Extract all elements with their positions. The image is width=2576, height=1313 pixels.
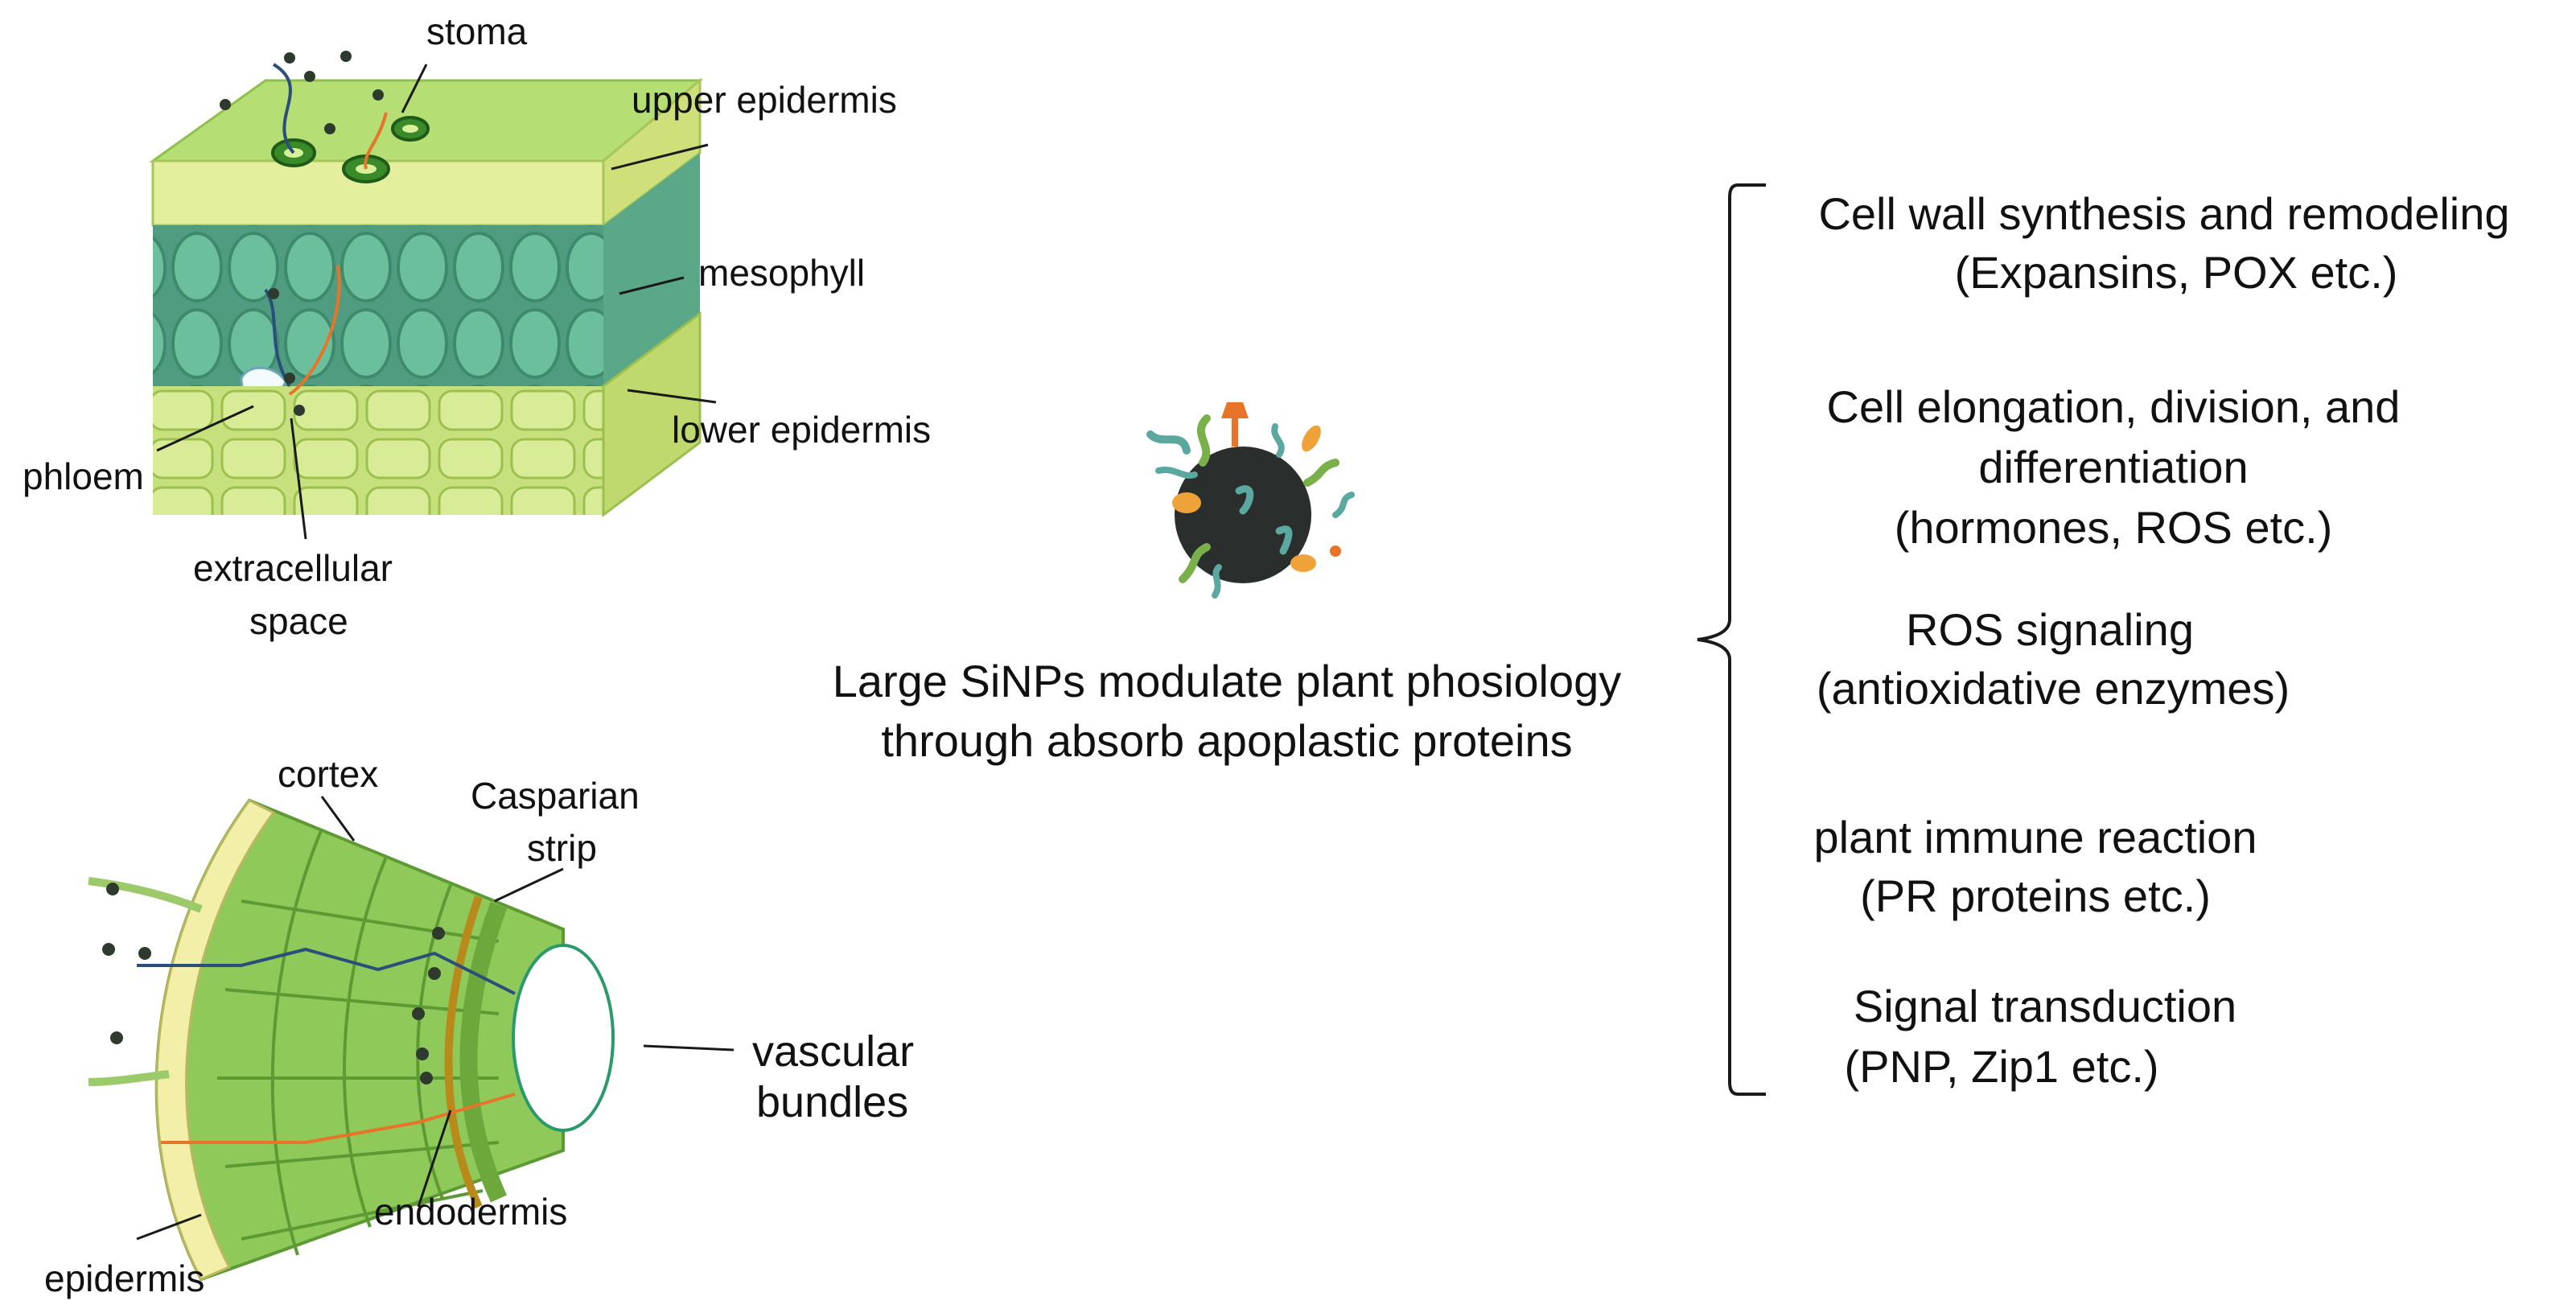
label-epidermis: epidermis bbox=[44, 1257, 204, 1299]
root-section: cortex Casparian strip vascular bundles … bbox=[44, 753, 914, 1299]
casparian-strip-band bbox=[444, 895, 483, 1209]
effects-list: Cell wall synthesis and remodeling (Expa… bbox=[1814, 188, 2510, 1092]
nanoparticle-dot bbox=[420, 1072, 433, 1085]
center-caption-line2: through absorb apoplastic proteins bbox=[881, 715, 1572, 766]
nanoparticle-dot bbox=[428, 967, 441, 980]
particle-path-blue bbox=[264, 288, 291, 388]
particle-path-blue bbox=[137, 947, 516, 995]
label-extracellular-line1: extracellular bbox=[193, 547, 393, 589]
particle-path-blue bbox=[272, 63, 295, 154]
root-epidermis-band bbox=[155, 799, 276, 1281]
effects-brace bbox=[1697, 183, 1766, 1096]
lower-epidermis-layer bbox=[153, 386, 603, 515]
effect-1-detail: (Expansins, POX etc.) bbox=[1955, 247, 2398, 298]
nanoparticle-dot bbox=[110, 1031, 123, 1044]
nanoparticle-dot bbox=[106, 883, 119, 895]
effect-1-title: Cell wall synthesis and remodeling bbox=[1818, 188, 2509, 239]
nanoparticle-dot bbox=[372, 89, 384, 101]
effect-4-title: plant immune reaction bbox=[1814, 812, 2257, 862]
label-casparian-line2: strip bbox=[527, 827, 597, 869]
particle-path-orange bbox=[364, 112, 388, 170]
label-vascular-line2: bundles bbox=[756, 1078, 908, 1126]
effect-2-title-cont: differentiation bbox=[1978, 442, 2248, 492]
effect-2-detail: (hormones, ROS etc.) bbox=[1895, 502, 2333, 553]
vascular-bundle bbox=[512, 944, 615, 1132]
nanoparticle-dot bbox=[138, 947, 151, 960]
nanoparticle-dot bbox=[340, 51, 352, 62]
nanoparticle-dot bbox=[432, 927, 445, 940]
center-caption-line1: Large SiNPs modulate plant phosiology bbox=[833, 656, 1622, 706]
label-cortex: cortex bbox=[278, 753, 378, 795]
nanoparticle-dot bbox=[294, 405, 305, 416]
effect-2-title: Cell elongation, division, and bbox=[1827, 381, 2401, 432]
nanoparticle-dot bbox=[102, 943, 115, 956]
label-vascular-line1: vascular bbox=[752, 1027, 914, 1076]
nanoparticle-dot bbox=[416, 1048, 429, 1060]
nanoparticle-dot bbox=[284, 52, 295, 64]
effect-5-title: Signal transduction bbox=[1854, 981, 2237, 1031]
sinp-nanoparticle-icon bbox=[1146, 402, 1355, 599]
nanoparticle-dot bbox=[304, 71, 315, 82]
effect-4-detail: (PR proteins etc.) bbox=[1860, 871, 2211, 921]
particle-path-orange bbox=[288, 265, 341, 396]
effect-5-detail: (PNP, Zip1 etc.) bbox=[1844, 1041, 2158, 1092]
leaf-section: stoma upper epidermis mesophyll lower ep… bbox=[23, 10, 931, 642]
label-casparian-line1: Casparian bbox=[471, 775, 640, 817]
nanoparticle-dot bbox=[284, 372, 295, 384]
label-stoma: stoma bbox=[426, 10, 528, 52]
label-endodermis: endodermis bbox=[374, 1191, 567, 1233]
nanoparticle-dot bbox=[324, 123, 335, 134]
root-cell-walls bbox=[217, 828, 500, 1256]
label-mesophyll: mesophyll bbox=[698, 252, 865, 294]
label-upper-epidermis: upper epidermis bbox=[632, 79, 897, 121]
nanoparticle-dot bbox=[268, 288, 279, 299]
label-extracellular-line2: space bbox=[249, 600, 348, 642]
label-phloem: phloem bbox=[23, 455, 144, 497]
nanoparticle-dot bbox=[412, 1007, 425, 1020]
nanoparticle-dot bbox=[220, 99, 231, 110]
effect-3-title: ROS signaling bbox=[1906, 604, 2194, 655]
mesophyll-layer bbox=[153, 225, 603, 386]
label-lower-epidermis: lower epidermis bbox=[672, 409, 931, 451]
effect-3-detail: (antioxidative enzymes) bbox=[1817, 663, 2290, 714]
particle-path-orange bbox=[161, 1093, 516, 1144]
